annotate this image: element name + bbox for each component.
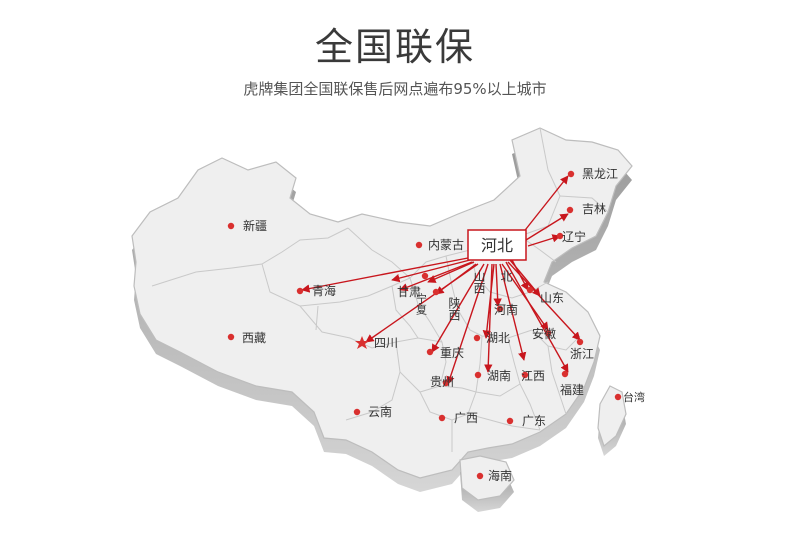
label-anhui: 安徽 — [532, 326, 556, 341]
label-shanxi: 山西 — [472, 270, 486, 294]
city-dots — [227, 170, 622, 480]
star-icon — [355, 336, 369, 349]
label-jilin: 吉林 — [582, 202, 606, 216]
region-labels: 黑龙江 吉林 辽宁 内蒙古 新疆 青海 甘肃 宁夏 山西 北 山东 河南 陕西 … — [242, 167, 645, 483]
page-title: 全国联保 — [314, 25, 475, 69]
label-yunnan: 云南 — [368, 404, 392, 419]
label-liaoning: 辽宁 — [562, 229, 586, 244]
taiwan-island — [597, 385, 627, 448]
label-hunan: 湖南 — [487, 368, 511, 383]
label-henan: 河南 — [494, 302, 518, 317]
label-neimenggu: 内蒙古 — [428, 237, 464, 252]
label-guangdong: 广东 — [522, 414, 546, 428]
label-ningxia: 宁夏 — [415, 292, 428, 315]
label-zhejiang: 浙江 — [570, 347, 594, 361]
label-fujian: 福建 — [560, 382, 584, 397]
province-borders — [151, 127, 609, 452]
label-taiwan: 台湾 — [623, 390, 645, 404]
label-heilongjiang: 黑龙江 — [582, 167, 618, 181]
label-hainan: 海南 — [488, 468, 512, 483]
label-guizhou: 贵州 — [430, 375, 454, 389]
hainan-island — [459, 455, 515, 501]
label-chongqing: 重庆 — [440, 346, 464, 360]
label-shandong: 山东 — [540, 291, 564, 305]
label-guangxi: 广西 — [454, 411, 478, 425]
label-beijing: 北 — [499, 270, 513, 283]
route-arrows — [301, 175, 581, 385]
label-qinghai: 青海 — [312, 283, 336, 298]
hub-label: 河北 — [481, 236, 513, 255]
label-gansu: 甘肃 — [397, 285, 421, 299]
page-subtitle: 虎牌集团全国联保售后网点遍布95%以上城市 — [243, 80, 547, 98]
hub-box: 河北 — [467, 229, 527, 261]
label-shaanxi: 陕西 — [447, 296, 461, 321]
label-xinjiang: 新疆 — [243, 218, 267, 233]
map-landmass — [131, 127, 633, 501]
label-xizang: 西藏 — [242, 331, 266, 345]
label-sichuan: 四川 — [374, 336, 398, 350]
label-jiangxi: 江西 — [521, 369, 545, 383]
label-hubei: 湖北 — [486, 330, 510, 345]
